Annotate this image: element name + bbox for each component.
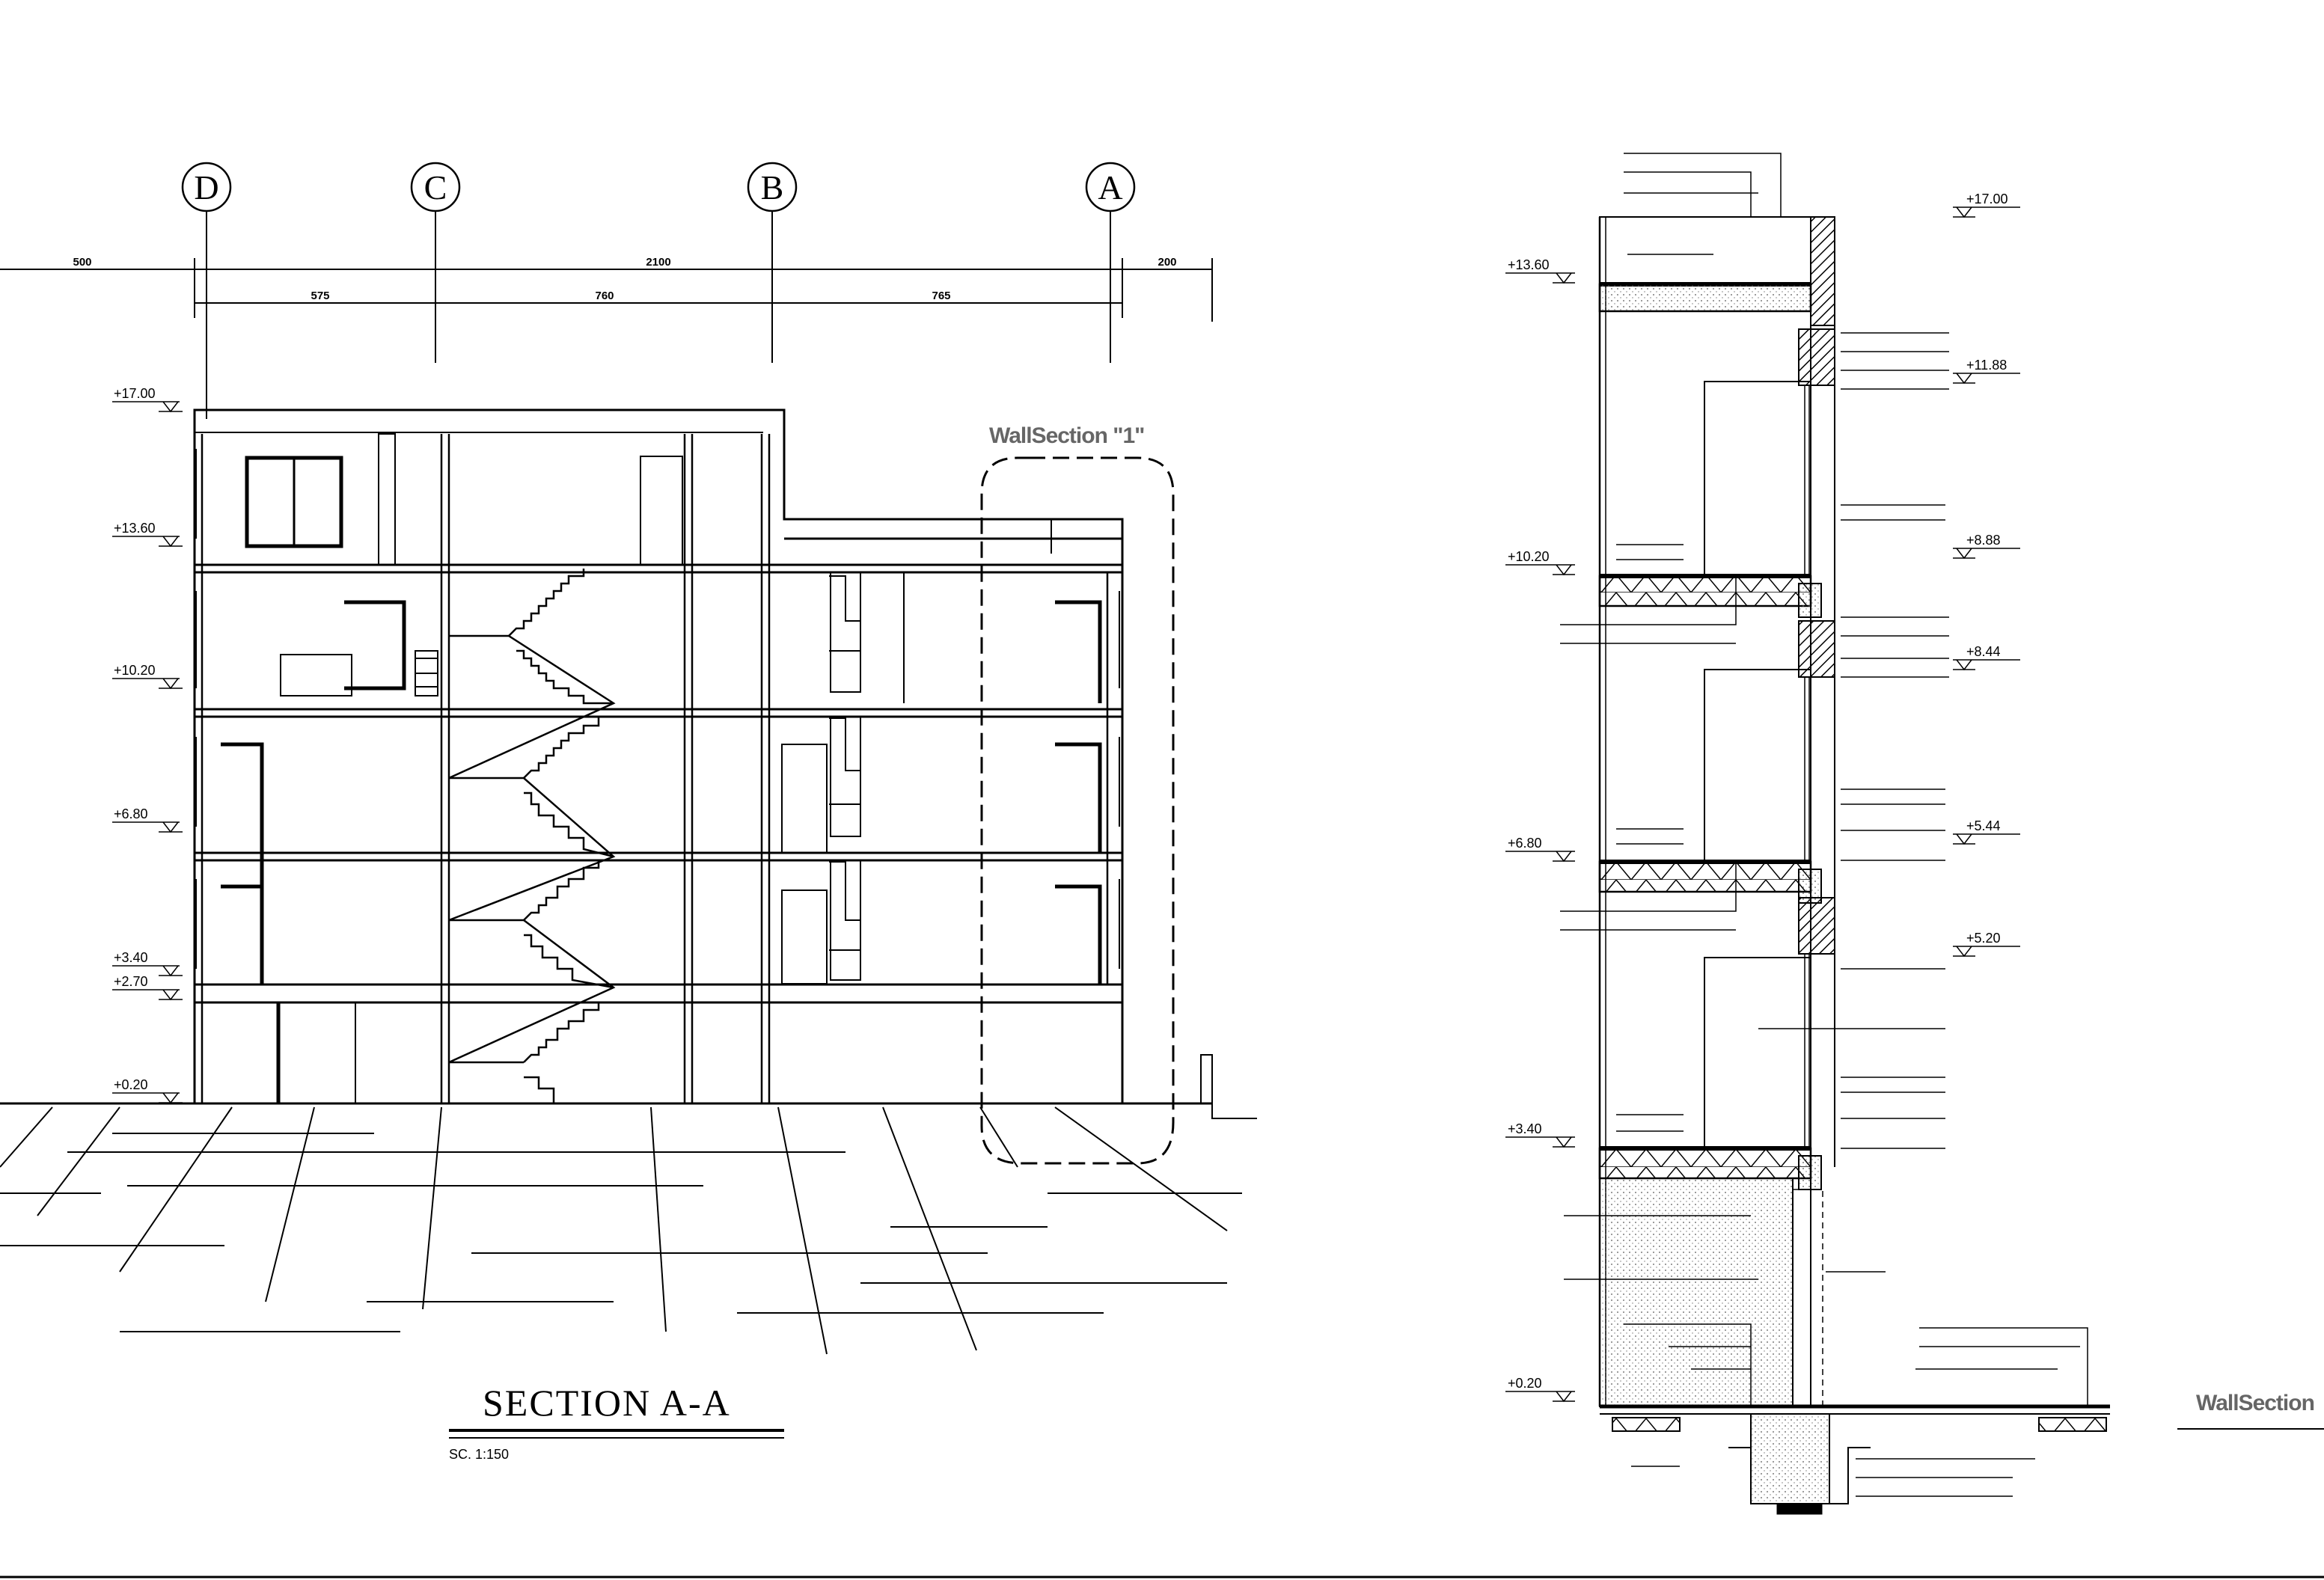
level-marker: +6.80 <box>112 806 183 833</box>
wall-section-callout-label: WallSection "1" <box>989 423 1144 448</box>
svg-text:+8.44: +8.44 <box>1966 644 2001 659</box>
detail-levels-right: +17.00 +11.88 +8.88 +8.44 +5.44 +5.20 <box>1953 192 2020 958</box>
svg-text:+10.20: +10.20 <box>1508 549 1550 564</box>
stair <box>448 569 616 1103</box>
grid-line-a: A <box>1085 162 1136 363</box>
svg-text:+5.20: +5.20 <box>1966 931 2001 946</box>
detail-annotation-leaders <box>1560 153 2088 1497</box>
level-markers: +17.00 +13.60 +10.20 +6.80 +3.40 <box>112 386 183 1104</box>
drawing-scale: SC. 1:150 <box>449 1447 509 1462</box>
building-section <box>0 408 1257 1119</box>
level-marker: +17.00 <box>112 386 183 413</box>
level-marker: +0.20 <box>112 1077 183 1104</box>
svg-text:+13.60: +13.60 <box>114 521 156 536</box>
grid-label-d: D <box>194 168 218 206</box>
dim-bay-cb: 760 <box>595 290 614 302</box>
grid-label-c: C <box>424 168 447 206</box>
detail-side-label: WallSection <box>2196 1391 2314 1415</box>
grid-line-d: D <box>181 162 232 419</box>
grid-label-b: B <box>761 168 784 206</box>
svg-text:+2.70: +2.70 <box>114 974 148 989</box>
dim-overall-middle: 2100 <box>646 256 670 269</box>
level-marker: +10.20 <box>112 663 183 690</box>
detail-levels-left: +13.60 +10.20 +6.80 +3.40 +0.20 <box>1505 257 1575 1403</box>
site-ground-lines <box>0 1106 1242 1355</box>
dim-bay-ba: 765 <box>932 290 950 302</box>
svg-text:+0.20: +0.20 <box>1508 1376 1542 1391</box>
level-marker: +13.60 <box>112 521 183 548</box>
detail-wall <box>1598 216 2110 1515</box>
svg-text:+8.88: +8.88 <box>1966 533 2001 548</box>
svg-text:+3.40: +3.40 <box>114 950 148 965</box>
drawing-title-block: SECTION A-A SC. 1:150 <box>449 1382 784 1462</box>
svg-text:+17.00: +17.00 <box>1966 192 2008 206</box>
grid-line-c: C <box>410 162 461 363</box>
wall-section-callout: WallSection "1" <box>980 423 1175 1165</box>
svg-text:+13.60: +13.60 <box>1508 257 1550 272</box>
dimension-lines: 500 2100 200 575 760 765 <box>0 256 1213 322</box>
wall-section-detail: +13.60 +10.20 +6.80 +3.40 +0.20 +17.00 +… <box>1505 153 2324 1515</box>
dim-bay-dc: 575 <box>311 290 329 302</box>
svg-text:+6.80: +6.80 <box>1508 836 1542 851</box>
svg-text:+11.88: +11.88 <box>1966 358 2007 373</box>
grid-line-b: B <box>747 162 798 363</box>
level-marker: +3.40 <box>112 950 183 977</box>
svg-text:+0.20: +0.20 <box>114 1077 148 1092</box>
svg-text:+5.44: +5.44 <box>1966 818 2001 833</box>
dim-overall-left: 500 <box>73 256 91 269</box>
dim-overall-right: 200 <box>1158 256 1176 269</box>
drawing-title: SECTION A-A <box>483 1382 731 1424</box>
section-a-a: D C B A 500 2100 200 575 <box>0 162 1257 1462</box>
svg-text:+3.40: +3.40 <box>1508 1121 1542 1136</box>
grid-label-a: A <box>1098 168 1122 206</box>
svg-text:+17.00: +17.00 <box>114 386 156 401</box>
svg-text:+10.20: +10.20 <box>114 663 156 678</box>
svg-text:+6.80: +6.80 <box>114 806 148 821</box>
level-marker: +2.70 <box>112 974 183 1001</box>
